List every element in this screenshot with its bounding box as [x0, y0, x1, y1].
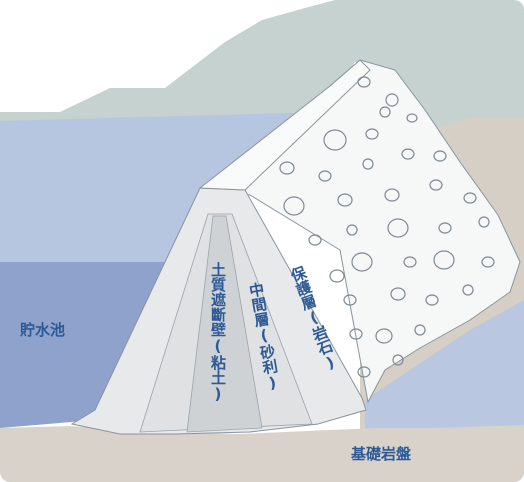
clay-core [186, 215, 263, 433]
bedrock-ground [0, 425, 524, 482]
reservoir-water-lower [0, 262, 174, 428]
clay-core-label: 土質遮斷壁(粘土) [208, 262, 227, 403]
rock-shell-stones [279, 76, 495, 378]
downstream-water [365, 300, 524, 430]
bedrock-label: 基礎岩盤 [351, 445, 412, 463]
reservoir-label: 貯水池 [20, 321, 66, 339]
background-mountain [0, 0, 524, 240]
reservoir-water-upper [0, 112, 322, 262]
dam-crest [198, 59, 371, 191]
